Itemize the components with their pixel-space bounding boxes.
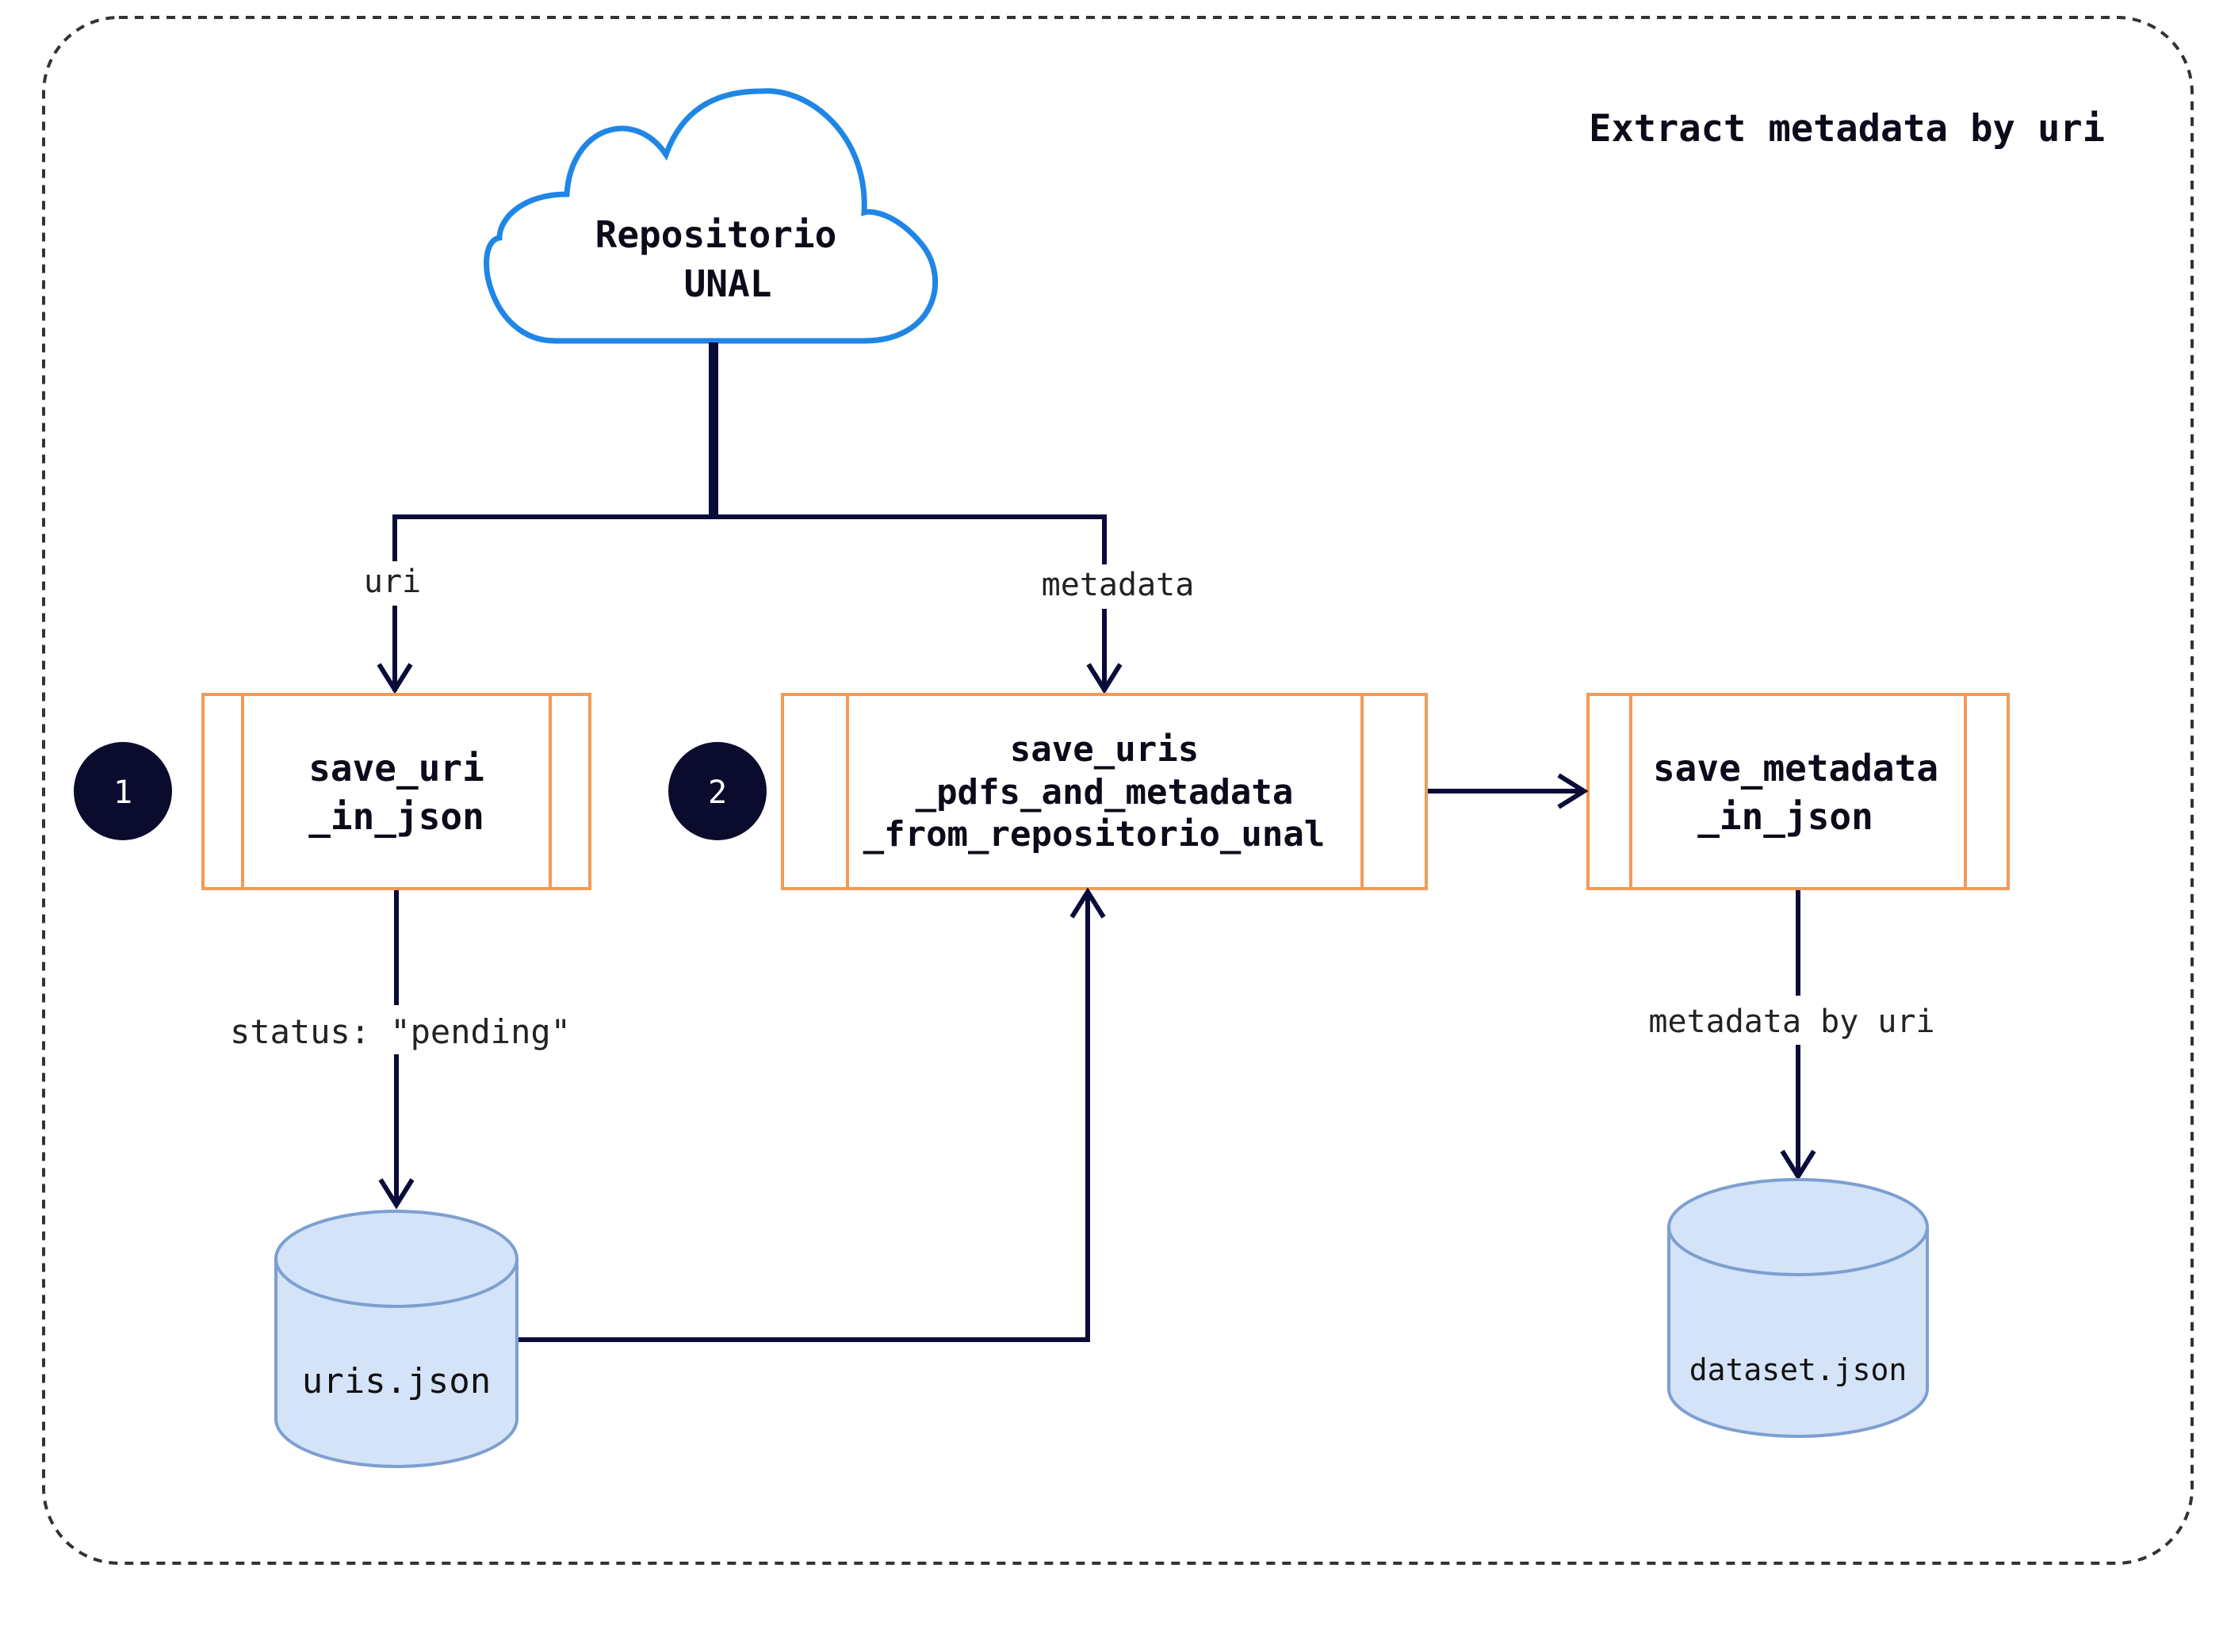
branch-line: [392, 514, 1107, 691]
step2-label-line3: _from_repositorio_unal: [863, 814, 1326, 855]
step-badge-2: 2: [668, 742, 767, 840]
edge-label-metadata-by-uri: metadata by uri: [1648, 1004, 1934, 1040]
cloud-icon: [484, 88, 939, 344]
step1-label-line2: _in_json: [308, 795, 484, 838]
cloud-label-line1: Repositorio: [595, 213, 837, 256]
process-save-uri-in-json: save_uri _in_json: [201, 693, 591, 890]
cloud-connectors: [377, 342, 1123, 694]
database-dataset-label: dataset.json: [1689, 1352, 1907, 1387]
step-badge-1-label: 1: [113, 774, 132, 811]
step3-label-line1: save_metadata: [1653, 747, 1938, 790]
edge-label-uri: uri: [364, 564, 421, 600]
database-uris-label: uris.json: [302, 1361, 491, 1402]
step2-label-line2: _pdfs_and_metadata: [916, 772, 1294, 813]
database-icon: [1667, 1227, 1929, 1438]
diagram-frame: [42, 16, 2194, 1565]
edge-label-bg-uri: [357, 561, 436, 606]
database-dataset-json: dataset.json: [1667, 1178, 1929, 1438]
step3-label-line2: _in_json: [1697, 795, 1873, 838]
database-uris-json: uris.json: [274, 1210, 518, 1468]
edge-label-metadata: metadata: [1042, 567, 1195, 603]
cloud-repositorio-unal: Repositorio UNAL: [484, 88, 939, 344]
cloud-label-line2: UNAL: [684, 262, 772, 305]
database-icon: [274, 1259, 518, 1468]
process-save-uris-pdfs-and-metadata: save_uris _pdfs_and_metadata _from_repos…: [781, 693, 1428, 890]
step-badge-2-label: 2: [708, 774, 727, 811]
edge-label-status: status: "pending": [230, 1012, 571, 1051]
arrow-uris-to-step2: [515, 887, 1106, 1342]
diagram-title: Extract metadata by uri: [1589, 107, 2105, 151]
arrowhead-uri: [377, 663, 413, 694]
edge-label-bg-metadata: [1031, 564, 1205, 609]
step2-label-line1: save_uris: [1010, 729, 1199, 770]
step1-label-line1: save_uri: [308, 747, 484, 790]
arrow-step2-to-step3: [1428, 773, 1589, 809]
step-badge-1: 1: [74, 742, 172, 840]
process-save-metadata-in-json: save_metadata _in_json: [1586, 693, 2010, 890]
edge-label-bg-metadata-by-uri: [1629, 996, 1954, 1045]
edge-label-bg-status: [214, 1005, 587, 1054]
arrowhead-metadata: [1086, 663, 1123, 694]
